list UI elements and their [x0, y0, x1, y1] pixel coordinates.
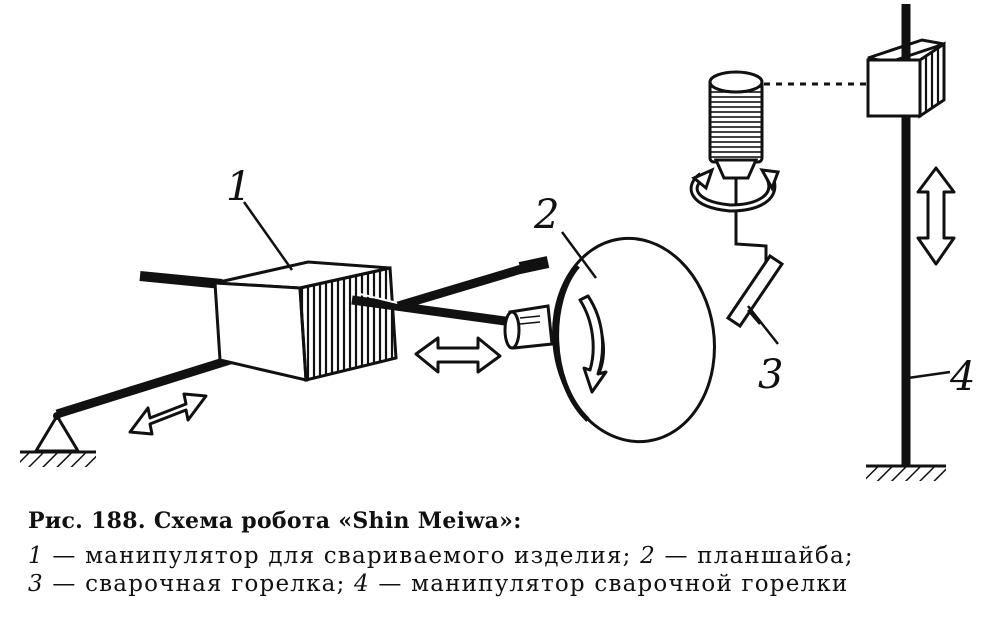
- torch-linkage: [734, 212, 768, 262]
- faceplate-hub: [503, 304, 554, 350]
- legend-num-4: 4: [354, 571, 370, 597]
- legend-num-2: 2: [640, 543, 656, 569]
- leader-line-4: [907, 370, 951, 380]
- legend-text-3: — сварочная горелка;: [43, 571, 355, 597]
- caption-legend-line-1: 1 — манипулятор для свариваемого изделия…: [28, 542, 994, 570]
- legend-text-1: — манипулятор для свариваемого изделия;: [43, 543, 641, 569]
- torch-motor: [708, 70, 764, 212]
- double-arrow-middle: [414, 336, 502, 374]
- legend-text-2: — планшайба;: [655, 543, 854, 569]
- torch-rotation-arrow: [689, 167, 781, 213]
- upper-rod: [396, 256, 550, 311]
- leader-line-2: [560, 231, 598, 279]
- left-ground-support: [20, 412, 96, 467]
- legend-num-3: 3: [28, 571, 44, 597]
- leader-line-1: [242, 201, 294, 271]
- manipulator-block: [213, 260, 398, 382]
- caption-legend-line-2: 3 — сварочная горелка; 4 — манипулятор с…: [28, 570, 994, 598]
- double-arrow-left: [128, 392, 208, 436]
- faceplate-disc: [552, 236, 716, 444]
- legend-text-4: — манипулятор сварочной горелки: [369, 571, 849, 597]
- double-arrow-vertical: [916, 166, 956, 266]
- leader-line-3: [747, 305, 779, 345]
- welding-torch: [725, 253, 785, 329]
- caption-title: Рис. 188. Схема робота «Shin Meiwa»:: [28, 508, 522, 534]
- legend-num-1: 1: [28, 543, 44, 569]
- label-4: 4: [949, 354, 975, 400]
- robot-scheme-diagram: 1 2 3 4: [20, 4, 975, 481]
- label-3: 3: [758, 352, 783, 398]
- right-ground-support: [866, 464, 946, 481]
- label-1: 1: [226, 164, 251, 210]
- label-2: 2: [533, 192, 559, 238]
- back-rod: [139, 271, 223, 289]
- figure-caption: Рис. 188. Схема робота «Shin Meiwa»: 1 —…: [24, 508, 994, 598]
- torch-manipulator-column: [866, 4, 946, 466]
